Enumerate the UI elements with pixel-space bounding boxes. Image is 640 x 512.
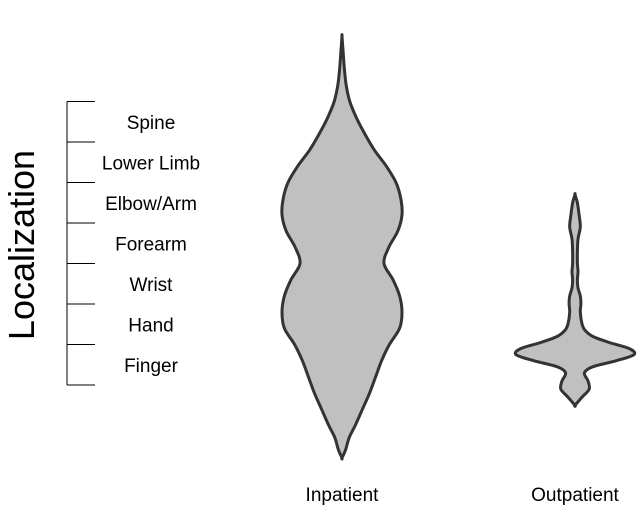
y-tick-label: Forearm	[115, 234, 187, 255]
y-tick-label: Lower Limb	[102, 153, 200, 174]
violins	[280, 33, 637, 461]
y-tick-label: Spine	[127, 113, 176, 134]
category-labels: Inpatient Outpatient	[306, 485, 620, 506]
violin-inpatient	[280, 33, 404, 461]
x-category-label: Inpatient	[306, 485, 380, 506]
y-tick-label: Elbow/Arm	[105, 194, 197, 215]
x-category-label: Outpatient	[531, 485, 619, 506]
violin-outpatient	[513, 192, 637, 408]
y-tick-label: Wrist	[130, 275, 174, 296]
y-tick-label: Finger	[124, 356, 179, 377]
y-tick-label: Hand	[128, 315, 173, 336]
y-axis-title: Localization	[1, 150, 42, 340]
